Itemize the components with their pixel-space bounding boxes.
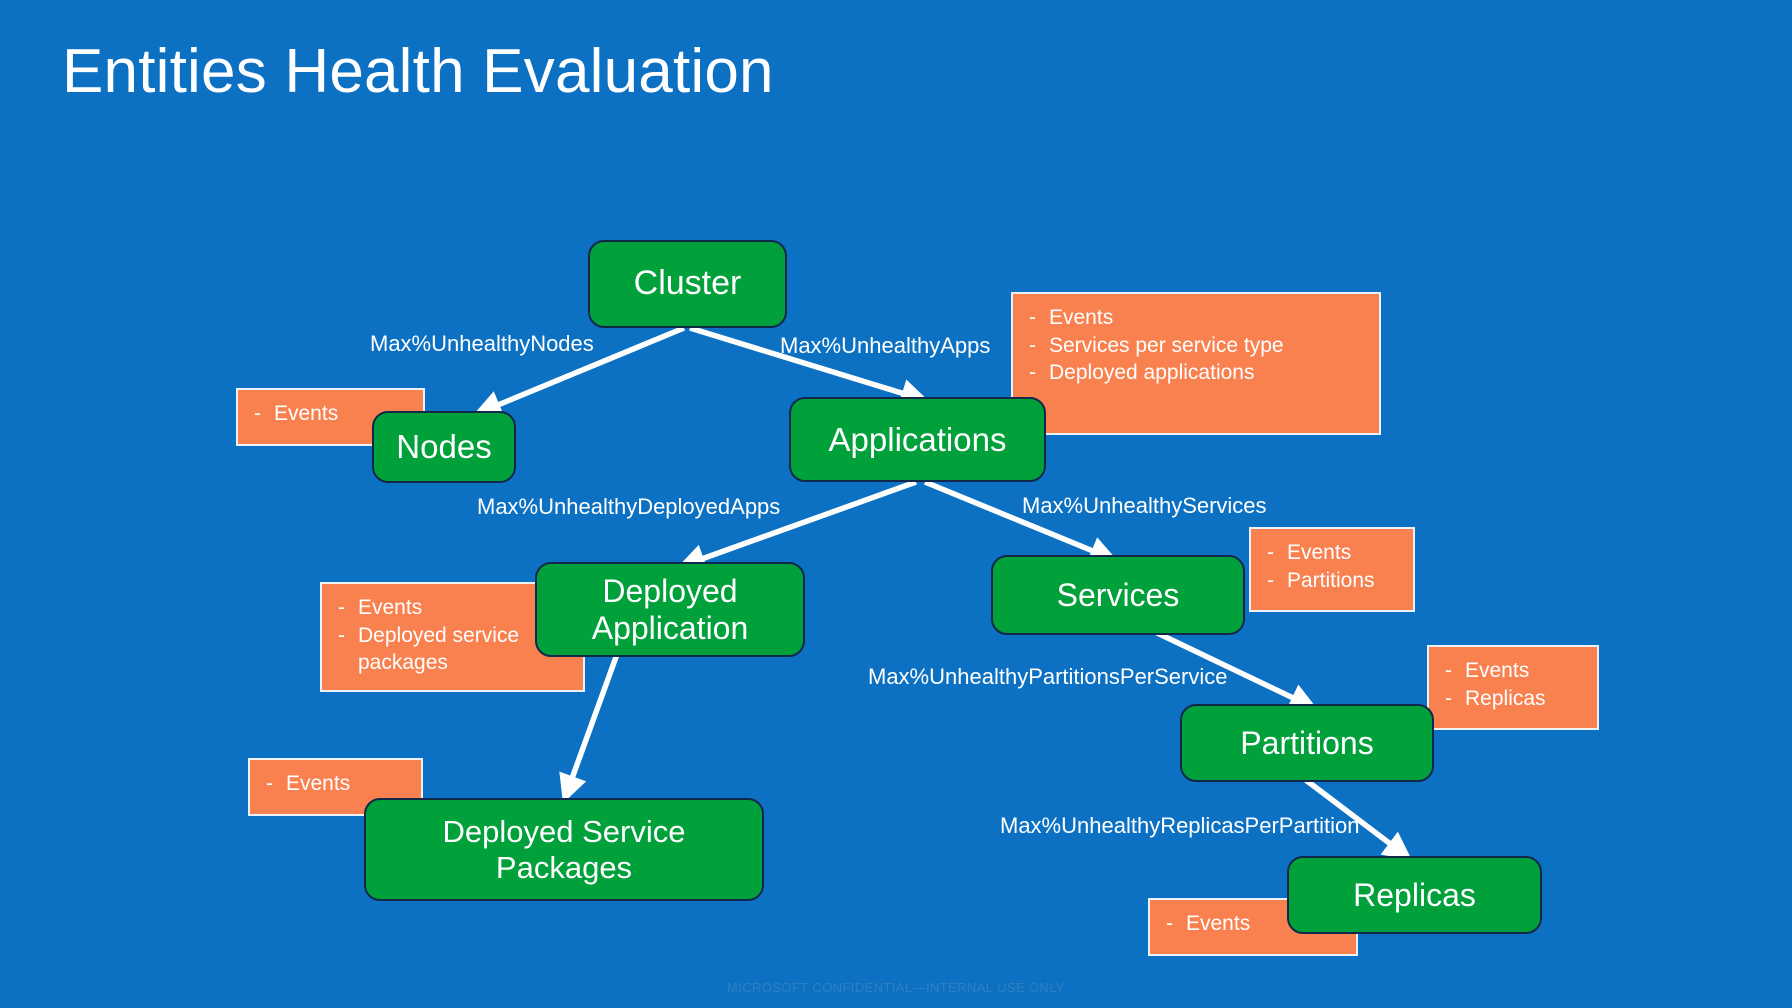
- list-item: - Events: [1013, 304, 1379, 332]
- edge-label-applications-deployed-application: Max%UnhealthyDeployedApps: [477, 494, 781, 519]
- node-label-line-1: Deployed: [602, 572, 738, 609]
- list-item: - Partitions: [1251, 567, 1413, 595]
- node-nodes[interactable]: Nodes: [372, 411, 516, 483]
- node-deployed-service-packages[interactable]: Deployed Service Packages: [364, 798, 764, 901]
- node-label-line-1: Deployed Service: [442, 813, 686, 849]
- list-item: - Events: [322, 594, 583, 622]
- node-label-line-2: Packages: [495, 849, 633, 885]
- list-item: - Events: [1150, 910, 1356, 938]
- edge-label-applications-services: Max%UnhealthyServices: [1022, 493, 1267, 518]
- list-item: - Replicas: [1429, 685, 1597, 713]
- bullet-marker: -: [338, 623, 345, 647]
- node-label: Services: [1056, 576, 1180, 613]
- partitions-callout: - Events - Replicas: [1427, 645, 1599, 730]
- bullet-marker: -: [1029, 333, 1036, 357]
- node-services[interactable]: Services: [991, 555, 1245, 635]
- list-item: - Events: [250, 770, 421, 798]
- bullet-marker: -: [266, 772, 273, 795]
- node-cluster[interactable]: Cluster: [588, 240, 787, 328]
- node-label: Partitions: [1240, 724, 1374, 761]
- node-partitions[interactable]: Partitions: [1180, 704, 1434, 782]
- bullet-marker: -: [1445, 659, 1452, 682]
- list-item: - Events: [238, 400, 423, 428]
- list-item: - Deployed applications: [1013, 359, 1379, 387]
- node-label: Cluster: [633, 264, 742, 303]
- node-label: Replicas: [1353, 876, 1476, 913]
- bullet-marker: -: [254, 402, 261, 425]
- bullet-marker: -: [1029, 306, 1036, 329]
- node-label-line-2: Application: [591, 609, 749, 646]
- page-title: Entities Health Evaluation: [62, 37, 774, 106]
- services-callout: - Events - Partitions: [1249, 527, 1415, 612]
- list-item: - Services per service type: [1013, 332, 1379, 360]
- bullet-marker: -: [1166, 912, 1173, 935]
- list-item: - Events: [1251, 539, 1413, 567]
- bullet-marker: -: [338, 596, 345, 619]
- confidentiality-footer: MICROSOFT CONFIDENTIAL—INTERNAL USE ONLY: [727, 980, 1065, 995]
- node-deployed-application[interactable]: Deployed Application: [535, 562, 805, 657]
- node-label: Nodes: [396, 428, 492, 466]
- list-item: - Deployed service packages: [338, 623, 520, 675]
- edge-label-cluster-nodes: Max%UnhealthyNodes: [370, 331, 594, 356]
- bullet-marker: -: [1029, 361, 1036, 385]
- edge-label-cluster-applications: Max%UnhealthyApps: [780, 333, 991, 358]
- bullet-marker: -: [1267, 541, 1274, 564]
- edge-label-partitions-replicas: Max%UnhealthyReplicasPerPartition: [1000, 813, 1360, 838]
- bullet-marker: -: [1267, 568, 1274, 592]
- node-applications[interactable]: Applications: [789, 397, 1046, 482]
- list-item: - Events: [1429, 657, 1597, 685]
- node-label: Applications: [828, 420, 1007, 458]
- node-replicas[interactable]: Replicas: [1287, 856, 1542, 934]
- applications-callout: - Events - Services per service type - D…: [1011, 292, 1381, 435]
- bullet-marker: -: [1445, 686, 1452, 710]
- edge-label-services-partitions: Max%UnhealthyPartitionsPerService: [868, 664, 1228, 689]
